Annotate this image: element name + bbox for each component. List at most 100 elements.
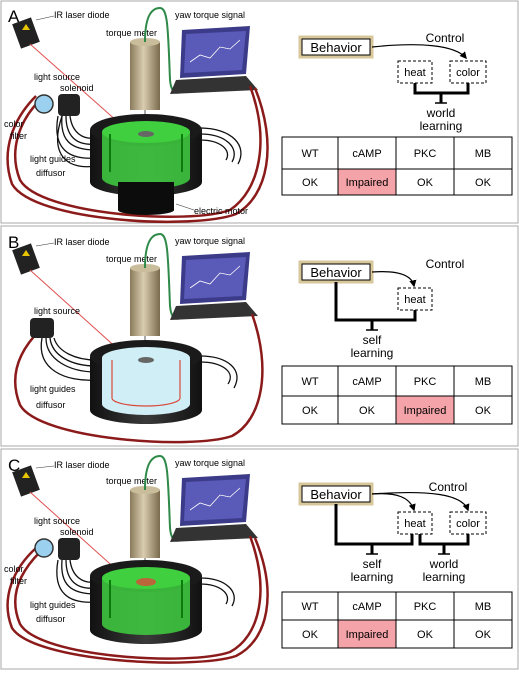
light-source [34,94,54,114]
solenoid [58,94,80,116]
laptop [170,474,258,542]
impaired-cell [396,396,454,424]
label-diffusor: diffusor [36,168,65,178]
control-label: Control [429,480,468,494]
header-pkc: PKC [414,148,437,160]
value-wt: OK [302,629,319,641]
outcome-line2: learning [420,119,463,133]
outcome-line2: learning [351,570,394,584]
header-wt: WT [301,148,318,160]
label-color-filter-2: filter [10,131,27,141]
panel-a: A IR laser diode torque meter yaw torque… [0,0,519,224]
header-camp: cAMP [352,148,381,160]
value-wt: OK [302,405,319,417]
solenoid [58,538,80,560]
value-camp: Impaired [346,629,389,641]
label-diffusor: diffusor [36,400,65,410]
ir-laser-diode [12,17,119,123]
header-pkc: PKC [414,376,437,388]
light-source [34,538,54,558]
label-torque-meter: torque meter [106,28,157,38]
light-guides [40,337,238,389]
learning-scheme: Behavior Control heat color self learnin… [298,480,487,584]
behavior-label: Behavior [310,487,362,502]
heat-box [397,511,433,535]
panel-frame [0,225,519,447]
label-laser: IR laser diode [54,460,110,470]
label-light-guides: light guides [30,600,76,610]
label-solenoid: solenoid [60,527,94,537]
value-camp: OK [359,405,376,417]
header-mb: MB [475,601,492,613]
value-wt: OK [302,177,319,189]
label-yaw-signal: yaw torque signal [175,10,245,20]
panel-letter: B [8,233,19,252]
arena-drum [90,114,202,215]
label-laser: IR laser diode [54,237,110,247]
color-label: color [456,67,480,79]
label-light-source: light source [34,306,80,316]
value-mb: OK [475,405,492,417]
label-diffusor: diffusor [36,614,65,624]
light-source [30,318,54,338]
header-pkc: PKC [414,601,437,613]
label-torque-meter: torque meter [106,254,157,264]
outcome-line1: world [429,557,459,571]
panel-letter: C [8,456,20,475]
heat-label: heat [404,67,425,79]
color-label: color [456,518,480,530]
mutant-table: WT cAMP PKC MB OK Impaired OK OK [281,591,513,649]
header-camp: cAMP [352,601,381,613]
arena-drum [90,340,202,424]
value-mb: OK [475,177,492,189]
heat-label: heat [404,294,425,306]
header-wt: WT [301,601,318,613]
flight-simulator-setup: IR laser diode torque meter yaw torque s… [4,454,269,664]
label-yaw-signal: yaw torque signal [175,236,245,246]
value-pkc: OK [417,177,434,189]
learning-scheme: Behavior Control heat self learning [298,257,465,360]
label-torque-meter: torque meter [106,476,157,486]
panel-b: B IR laser diode torque meter yaw torque… [0,225,519,447]
value-camp: Impaired [346,177,389,189]
torque-meter [130,268,160,336]
label-color-filter-1: color [4,119,24,129]
behavior-label: Behavior [310,265,362,280]
outcome-line2: learning [423,570,466,584]
flight-simulator-setup: IR laser diode torque meter yaw torque s… [12,232,264,444]
label-light-source: light source [34,516,80,526]
value-mb: OK [475,629,492,641]
mutant-table: WT cAMP PKC MB OK Impaired OK OK [281,136,513,196]
header-mb: MB [475,376,492,388]
panel-letter: A [8,7,20,26]
header-camp: cAMP [352,376,381,388]
label-light-guides: light guides [30,384,76,394]
label-light-source: light source [34,72,80,82]
control-label: Control [426,257,465,271]
panel-frame [0,448,519,670]
panel-c: C IR laser diode torque meter yaw torque… [0,448,519,670]
flight-simulator-setup: IR laser diode torque meter yaw torque s… [4,6,269,224]
outcome-line1: world [426,106,456,120]
value-pkc: OK [417,629,434,641]
label-laser: IR laser diode [54,10,110,20]
label-motor: electric motor [194,206,248,216]
heat-label: heat [404,518,425,530]
laptop [170,26,258,94]
light-guides [56,115,242,168]
behavior-label: Behavior [310,40,362,55]
outcome-line2: learning [351,346,394,360]
torque-meter [130,490,160,558]
panel-frame [0,0,519,224]
mutant-table: WT cAMP PKC MB OK OK Impaired OK [281,365,513,425]
impaired-cell [338,169,396,195]
laptop [170,252,258,320]
impaired-cell [338,620,396,648]
control-label: Control [426,31,465,45]
arena-drum [90,560,202,644]
header-mb: MB [475,148,492,160]
label-color-filter-2: filter [10,576,27,586]
outcome-line1: self [363,333,382,347]
torque-meter [130,42,160,110]
